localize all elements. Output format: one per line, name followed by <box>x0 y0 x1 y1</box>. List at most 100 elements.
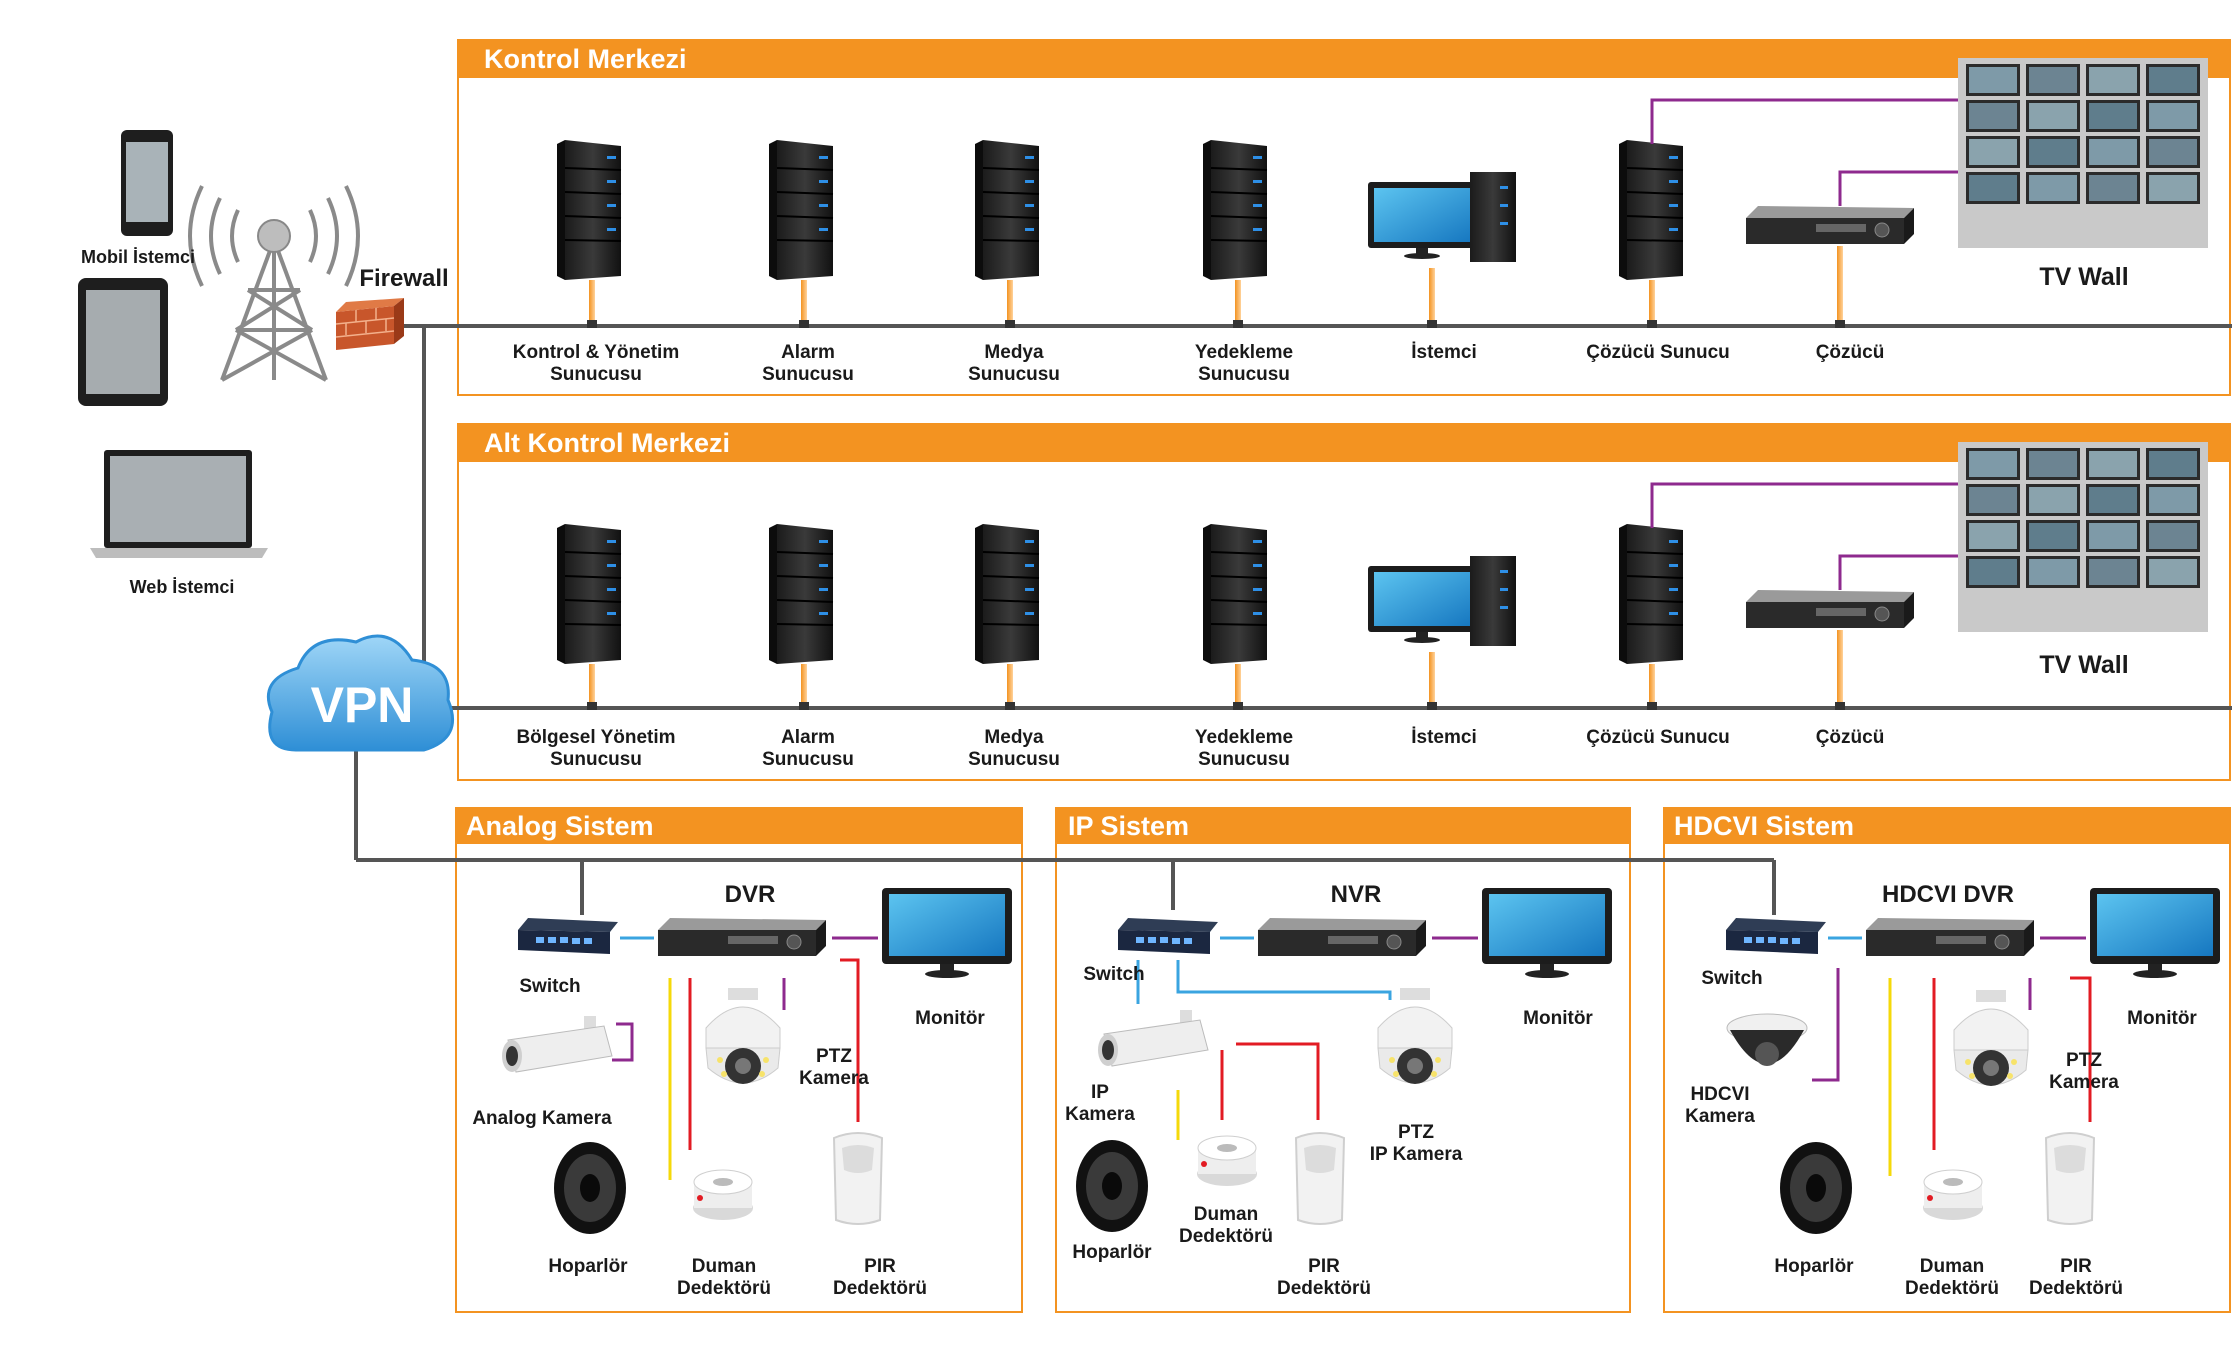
scc-tv-image <box>2089 451 2137 477</box>
connector-plug <box>1835 702 1845 710</box>
hdcvi-system-title: HDCVI Sistem <box>1674 811 1855 841</box>
hdcvi-dvr-label: HDCVI DVR <box>1881 881 2015 908</box>
cc-tv-image <box>2149 139 2197 165</box>
cc-decoder-link <box>1838 170 1958 206</box>
scc-tv-image <box>2089 523 2137 549</box>
ip-speaker-icon <box>1076 1140 1148 1232</box>
hdcvi-pir-link <box>2070 976 2092 1122</box>
analog-monitor-icon <box>882 888 1012 978</box>
cc-tv-image <box>1969 103 2017 129</box>
scc-server-icon <box>768 524 835 664</box>
cc-client-pc-icon <box>1368 172 1516 262</box>
sub-tv-wall-label: TV Wall <box>2039 651 2129 679</box>
cc-tv-image <box>2149 175 2197 201</box>
ip-ptz-camera-icon <box>1377 988 1453 1085</box>
ip-system-title: IP Sistem <box>1068 811 1190 841</box>
hdcvi-smoke-icon <box>1922 1169 1984 1221</box>
connector <box>589 280 595 326</box>
scc-decoder-server-icon <box>1618 524 1685 664</box>
cc-tv-image <box>1969 175 2017 201</box>
scc-server-icon <box>556 524 623 664</box>
connector-plug <box>1233 320 1243 328</box>
cc-decoder-server-icon <box>1618 140 1685 280</box>
analog-monitor-label: Monitör <box>915 1008 985 1029</box>
analog-switch-label: Switch <box>519 976 581 997</box>
cc-tv-image <box>1969 67 2017 93</box>
connector-plug <box>1647 320 1657 328</box>
cc-server-icon <box>974 140 1041 280</box>
cc-tv-image <box>2029 139 2077 165</box>
analog-ptz-camera-icon <box>705 988 781 1085</box>
cc-tv-image <box>2089 103 2137 129</box>
tv-wall-label: TV Wall <box>2039 263 2129 291</box>
scc-tv-image <box>2029 451 2077 477</box>
ip-camera-icon <box>1097 1010 1209 1067</box>
connector <box>1649 280 1655 326</box>
ip-smoke-icon <box>1196 1135 1258 1187</box>
connector <box>1837 630 1843 708</box>
analog-smoke-icon <box>692 1169 754 1221</box>
scc-tv-image <box>1969 451 2017 477</box>
sub-decoder-server-label: Çözücü Sunucu <box>1586 727 1730 748</box>
scc-client-pc-icon <box>1368 556 1516 646</box>
web-client-label: Web İstemci <box>129 577 235 597</box>
scc-tv-image <box>2149 559 2197 585</box>
sub-control-center-devices <box>556 442 2208 710</box>
section-boxes <box>455 39 2231 1313</box>
connector-plug <box>1427 702 1437 710</box>
scc-tv-image <box>1969 523 2017 549</box>
bottom-system-devices <box>501 888 2220 1234</box>
cc-tv-image <box>2029 175 2077 201</box>
cc-server-icon <box>556 140 623 280</box>
connector <box>1429 268 1435 326</box>
dvr-label: DVR <box>724 881 776 908</box>
nvr-label: NVR <box>1330 881 1382 908</box>
network-backbone <box>354 324 2232 915</box>
connector <box>1235 664 1241 708</box>
connector <box>1649 664 1655 708</box>
remote-clients <box>78 130 454 752</box>
ip-recorder-icon <box>1258 918 1427 957</box>
cc-decoder-server-link <box>1650 98 1958 144</box>
analog-camera-link <box>612 1022 634 1062</box>
connector <box>1007 280 1013 326</box>
hdcvi-speaker-icon <box>1780 1142 1852 1234</box>
hdcvi-speaker-label: Hoparlör <box>1774 1256 1854 1277</box>
analog-camera-icon <box>501 1016 613 1073</box>
ip-ptz-blue-link <box>1176 960 1392 1000</box>
analog-recorder-icon <box>658 918 827 957</box>
cc-tv-image <box>2149 103 2197 129</box>
scc-tv-image <box>1969 559 2017 585</box>
decoder-label: Çözücü <box>1815 342 1885 363</box>
decoder-server-label: Çözücü Sunucu <box>1586 342 1730 363</box>
analog-switch-icon <box>518 918 618 954</box>
hdcvi-pir-icon <box>2045 1132 2095 1225</box>
analog-pir-icon <box>833 1132 883 1225</box>
firewall-label: Firewall <box>359 265 449 292</box>
scc-tv-image <box>2149 451 2197 477</box>
scc-tv-image <box>2149 487 2197 513</box>
connector <box>801 280 807 326</box>
cc-tv-image <box>2029 67 2077 93</box>
laptop-icon <box>90 450 268 558</box>
connector <box>1007 664 1013 708</box>
connector-plug <box>1647 702 1657 710</box>
mobile-client-label: Mobil İstemci <box>80 247 196 267</box>
connector-plug <box>1005 702 1015 710</box>
analog-speaker-icon <box>554 1142 626 1234</box>
